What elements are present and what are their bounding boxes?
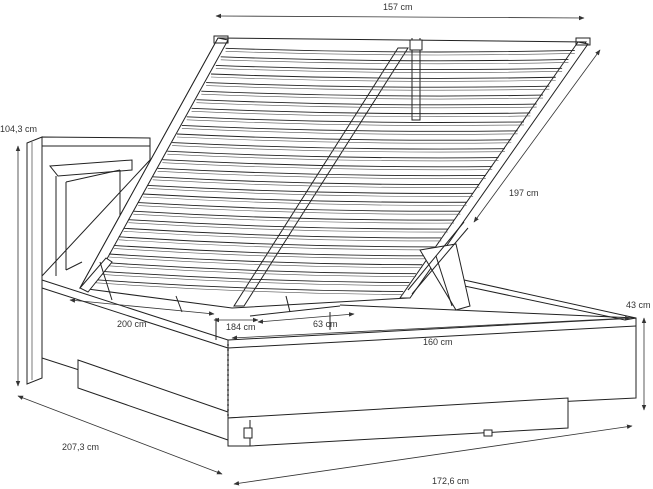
dim-inner-length: 200 cm	[117, 319, 147, 329]
lifted-slat-frame	[79, 35, 591, 309]
slat	[172, 142, 505, 150]
slat-edge	[138, 205, 461, 215]
slat-edge	[113, 248, 429, 260]
dim-top-width: 157 cm	[383, 2, 413, 12]
slat-edge	[157, 170, 486, 179]
slat-edge	[142, 196, 467, 206]
slat	[123, 227, 442, 239]
slat-edge	[147, 188, 474, 197]
slat-edge	[118, 239, 435, 251]
slat-edge	[152, 179, 480, 188]
slat	[152, 176, 480, 185]
slat	[176, 133, 512, 141]
slat	[94, 279, 404, 292]
dim-storage-width: 63 cm	[313, 319, 338, 329]
slat-edge	[167, 153, 499, 162]
bed-frame	[41, 277, 637, 447]
slat-edge	[128, 222, 448, 233]
slat	[157, 167, 486, 177]
slat-edge	[108, 256, 423, 269]
slat	[142, 193, 467, 203]
dimension-lines	[15, 13, 647, 486]
slat	[138, 202, 461, 212]
gas-struts	[79, 221, 471, 313]
slat	[162, 159, 493, 168]
slat	[118, 236, 435, 248]
dim-lid-length: 197 cm	[509, 188, 539, 198]
slat	[104, 262, 416, 275]
slats	[94, 47, 575, 295]
slat-edge	[162, 162, 493, 171]
slat	[181, 124, 518, 132]
dim-inner-width: 160 cm	[423, 337, 453, 347]
slat	[108, 253, 423, 266]
dim-outer-width: 172,6 cm	[432, 476, 470, 486]
slat-edge	[94, 282, 404, 295]
slat-edge	[181, 128, 518, 135]
slat	[167, 150, 499, 159]
slat	[113, 244, 429, 257]
dim-storage-depth: 184 cm	[226, 322, 256, 332]
slat-edge	[176, 136, 512, 144]
slat-edge	[172, 145, 505, 153]
dim-total-height: 104,3 cm	[0, 124, 38, 134]
slat-edge	[123, 230, 442, 242]
slat	[99, 270, 410, 284]
slat	[128, 219, 448, 230]
slat-edge	[104, 265, 416, 277]
slat-edge	[133, 213, 455, 224]
slat	[133, 210, 455, 221]
slat	[147, 184, 474, 194]
slat-edge	[99, 273, 410, 286]
dim-side-height: 43 cm	[626, 300, 651, 310]
dim-outer-length: 207,3 cm	[62, 442, 100, 452]
